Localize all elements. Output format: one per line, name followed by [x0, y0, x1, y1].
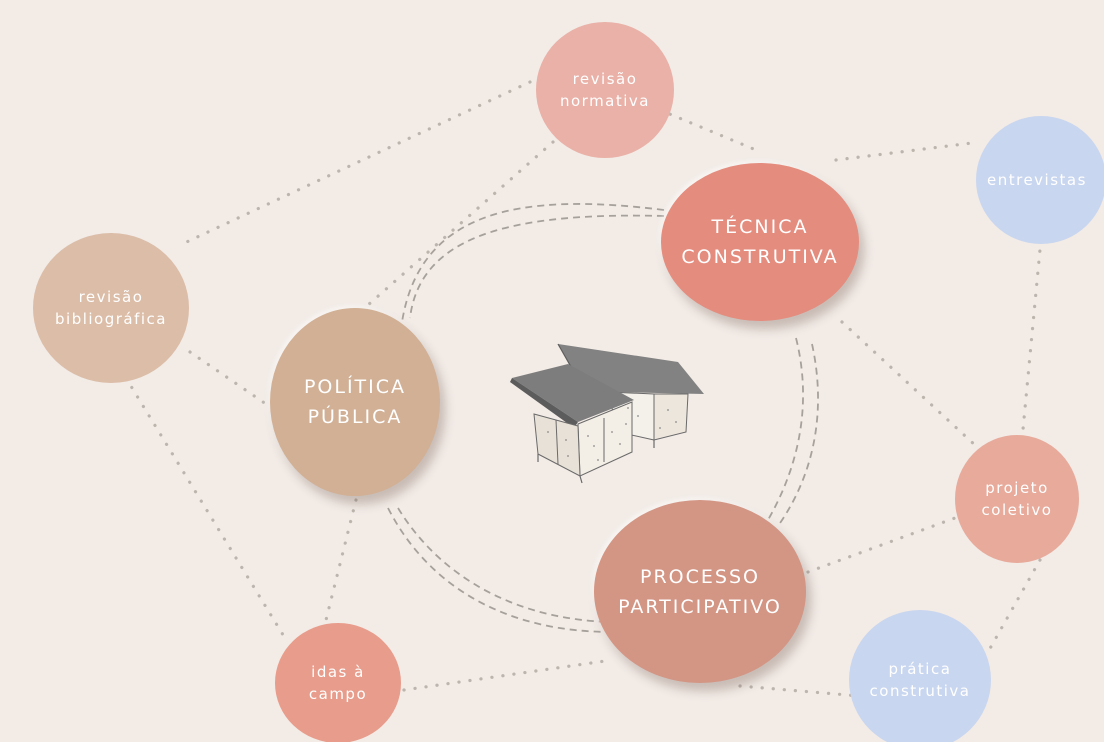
link-bibliografica-politica — [188, 350, 268, 406]
node-revisao-normativa: revisão normativa — [536, 22, 674, 158]
node-label-line: coletivo — [981, 501, 1053, 519]
node-label-line: POLÍTICA — [303, 376, 407, 398]
orbit-arc-outer — [401, 203, 665, 323]
node-label-line: idas à — [311, 663, 365, 681]
link-normativa-tecnica — [658, 108, 758, 152]
node-tecnica-construtiva: TÉCNICA CONSTRUTIVA — [661, 163, 859, 321]
node-label-line: revisão — [572, 70, 638, 88]
link-projeto-pratica — [986, 558, 1042, 654]
link-politica-idas — [324, 498, 358, 622]
node-label-line: bibliográfica — [55, 310, 167, 328]
link-entrevistas-projeto — [1020, 216, 1045, 442]
node-label-line: PÚBLICA — [307, 406, 403, 428]
node-label-line: construtiva — [869, 682, 971, 700]
link-normativa-politica — [366, 118, 580, 307]
orbit-arc-left-inner — [397, 507, 613, 623]
orbit-arc-left-outer — [387, 507, 613, 633]
node-projeto-coletivo: projeto coletivo — [955, 435, 1079, 563]
orbit-arc-inner — [409, 214, 665, 319]
link-tecnica-projeto — [840, 320, 978, 448]
node-revisao-bibliografica: revisão bibliográfica — [33, 233, 189, 383]
node-label-line: entrevistas — [987, 171, 1087, 189]
node-label-line: revisão — [78, 288, 144, 306]
link-processo-pratica — [738, 684, 862, 698]
orbit-arc-right-inner — [767, 337, 804, 521]
node-label-line: projeto — [985, 479, 1049, 497]
node-idas-a-campo: idas à campo — [275, 623, 401, 742]
link-processo-projeto — [806, 516, 957, 574]
house-sketch-icon — [510, 343, 704, 484]
node-label-line: PROCESSO — [640, 565, 760, 588]
node-label-line: TÉCNICA — [711, 216, 809, 238]
node-label-line: CONSTRUTIVA — [681, 246, 839, 268]
node-politica-publica: POLÍTICA PÚBLICA — [270, 308, 440, 496]
node-label-line: prática — [888, 660, 952, 678]
link-normativa-bibliografica — [176, 80, 532, 248]
node-label-line: campo — [308, 685, 368, 703]
link-idas-processo — [402, 658, 614, 692]
node-label-line: PARTICIPATIVO — [618, 595, 782, 618]
node-pratica-construtiva: prática construtiva — [849, 610, 991, 742]
link-bibliografica-idas — [124, 376, 290, 645]
link-tecnica-entrevistas — [834, 141, 974, 162]
node-processo-participativo: PROCESSO PARTICIPATIVO — [594, 500, 806, 683]
orbit-arc-right-outer — [777, 343, 819, 527]
node-label-line: normativa — [559, 92, 650, 110]
node-entrevistas: entrevistas — [976, 116, 1104, 244]
